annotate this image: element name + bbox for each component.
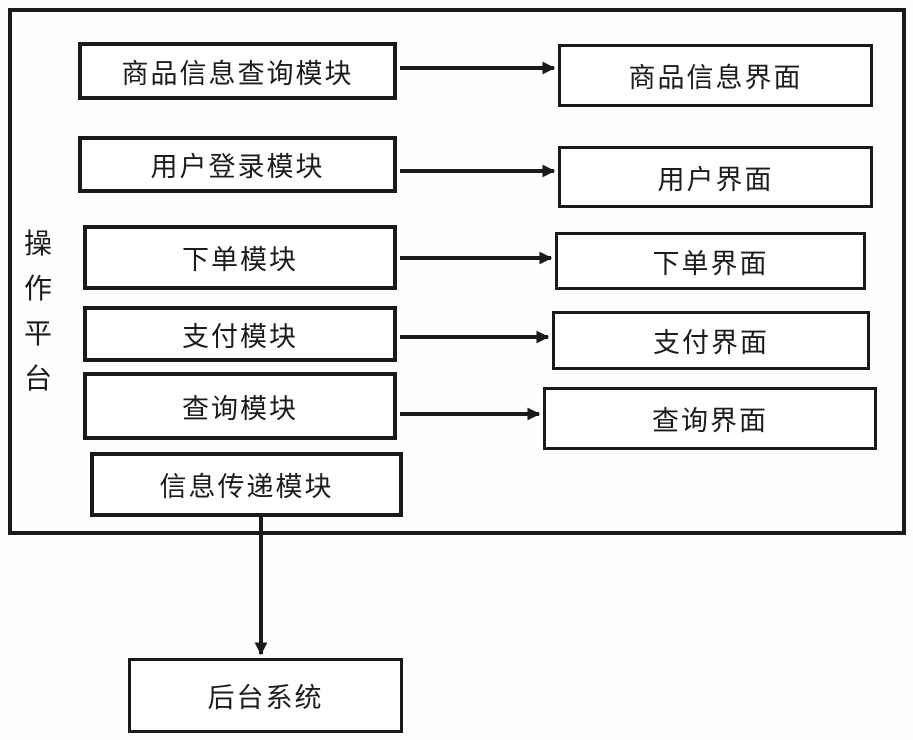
module-box-payment: 支付模块	[83, 306, 397, 362]
interface-label: 查询界面	[652, 406, 768, 436]
interface-label: 支付界面	[653, 328, 769, 358]
module-box-order: 下单模块	[83, 225, 397, 290]
interface-label: 商品信息界面	[628, 63, 803, 93]
module-label: 商品信息查询模块	[121, 58, 354, 89]
operation-platform-container	[8, 8, 906, 535]
module-box-info-transfer: 信息传递模块	[90, 452, 403, 517]
module-label: 下单模块	[182, 245, 298, 275]
interface-box-order: 下单界面	[555, 232, 866, 290]
module-box-user-login: 用户登录模块	[78, 136, 397, 193]
module-label: 支付模块	[182, 321, 298, 352]
module-box-product-info-query: 商品信息查询模块	[78, 42, 397, 100]
interface-box-product-info: 商品信息界面	[558, 44, 873, 107]
interface-box-user: 用户界面	[558, 146, 873, 208]
module-label: 查询模块	[182, 393, 298, 424]
module-label: 用户登录模块	[150, 152, 325, 182]
interface-box-payment: 支付界面	[552, 311, 870, 370]
backend-system-box: 后台系统	[128, 658, 403, 733]
operation-platform-label: 操作平台	[23, 229, 52, 395]
backend-label: 后台系统	[207, 683, 324, 713]
module-label: 信息传递模块	[159, 472, 334, 502]
interface-label: 下单界面	[652, 248, 769, 279]
module-box-query: 查询模块	[83, 372, 397, 440]
interface-box-query: 查询界面	[543, 387, 877, 450]
interface-label: 用户界面	[657, 164, 774, 195]
